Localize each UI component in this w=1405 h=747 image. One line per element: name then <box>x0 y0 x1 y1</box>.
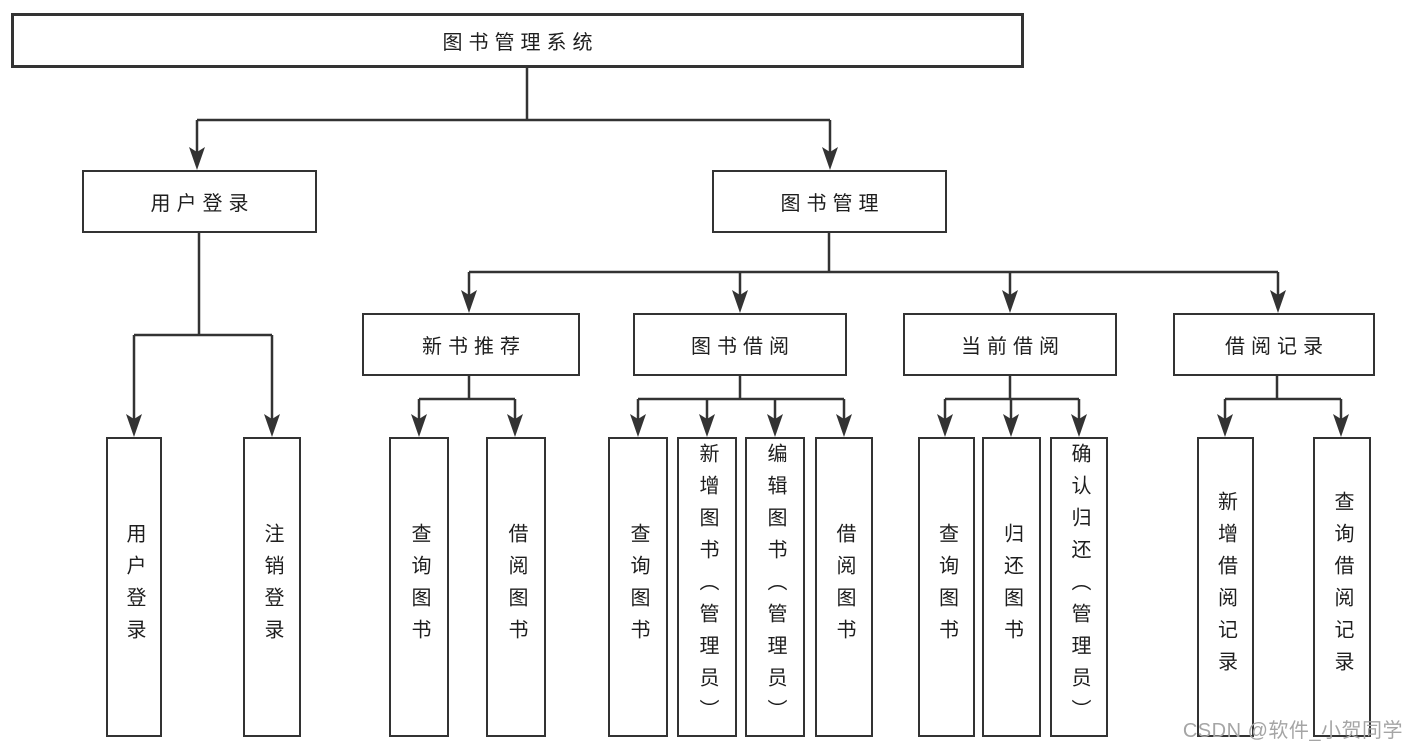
leaf-confirm-return-admin: 确认归还（管理员） <box>1050 437 1108 737</box>
leaf-borrow-books-2: 借阅图书 <box>815 437 873 737</box>
leaf-add-book-admin-label: 新增图书（管理员） <box>696 443 718 731</box>
node-book-borrow: 图书借阅 <box>633 313 847 376</box>
node-borrow-records-label: 借阅记录 <box>1225 336 1329 358</box>
leaf-add-borrow-record: 新增借阅记录 <box>1197 437 1254 737</box>
leaf-borrow-books-recommend-label: 借阅图书 <box>505 523 527 651</box>
leaf-query-books-current-label: 查询图书 <box>935 523 958 651</box>
node-current-borrow-label: 当前借阅 <box>961 336 1065 358</box>
leaf-query-books-recommend-label: 查询图书 <box>408 523 430 651</box>
leaf-return-book: 归还图书 <box>982 437 1041 737</box>
leaf-return-book-label: 归还图书 <box>1000 523 1023 651</box>
node-root-label: 图书管理系统 <box>442 32 599 54</box>
leaf-query-books-current: 查询图书 <box>918 437 975 737</box>
node-book-management-label: 图书管理 <box>780 193 885 215</box>
node-user-login-label: 用户登录 <box>150 193 255 215</box>
leaf-edit-book-admin: 编辑图书（管理员） <box>745 437 805 737</box>
csdn-watermark: CSDN @软件_小贺同学 <box>1182 720 1403 742</box>
node-new-book-recommend-label: 新书推荐 <box>422 336 526 358</box>
node-borrow-records: 借阅记录 <box>1173 313 1375 376</box>
leaf-borrow-books-recommend: 借阅图书 <box>486 437 546 737</box>
node-new-book-recommend: 新书推荐 <box>362 313 580 376</box>
leaf-user-login: 用户登录 <box>106 437 162 737</box>
node-user-login: 用户登录 <box>82 170 317 233</box>
leaf-query-books-recommend: 查询图书 <box>389 437 449 737</box>
leaf-query-books-borrow: 查询图书 <box>608 437 668 737</box>
leaf-user-login-label: 用户登录 <box>123 523 145 651</box>
node-book-management: 图书管理 <box>712 170 947 233</box>
leaf-logout-login-label: 注销登录 <box>261 523 283 651</box>
leaf-logout-login: 注销登录 <box>243 437 301 737</box>
leaf-edit-book-admin-label: 编辑图书（管理员） <box>764 443 786 731</box>
leaf-add-borrow-record-label: 新增借阅记录 <box>1214 491 1237 683</box>
leaf-query-borrow-record-label: 查询借阅记录 <box>1331 491 1353 683</box>
node-root: 图书管理系统 <box>11 13 1024 68</box>
leaf-borrow-books-2-label: 借阅图书 <box>833 523 855 651</box>
leaf-add-book-admin: 新增图书（管理员） <box>677 437 737 737</box>
node-current-borrow: 当前借阅 <box>903 313 1117 376</box>
leaf-query-borrow-record: 查询借阅记录 <box>1313 437 1371 737</box>
node-book-borrow-label: 图书借阅 <box>691 336 795 358</box>
leaf-confirm-return-admin-label: 确认归还（管理员） <box>1068 443 1090 731</box>
leaf-query-books-borrow-label: 查询图书 <box>627 523 649 651</box>
